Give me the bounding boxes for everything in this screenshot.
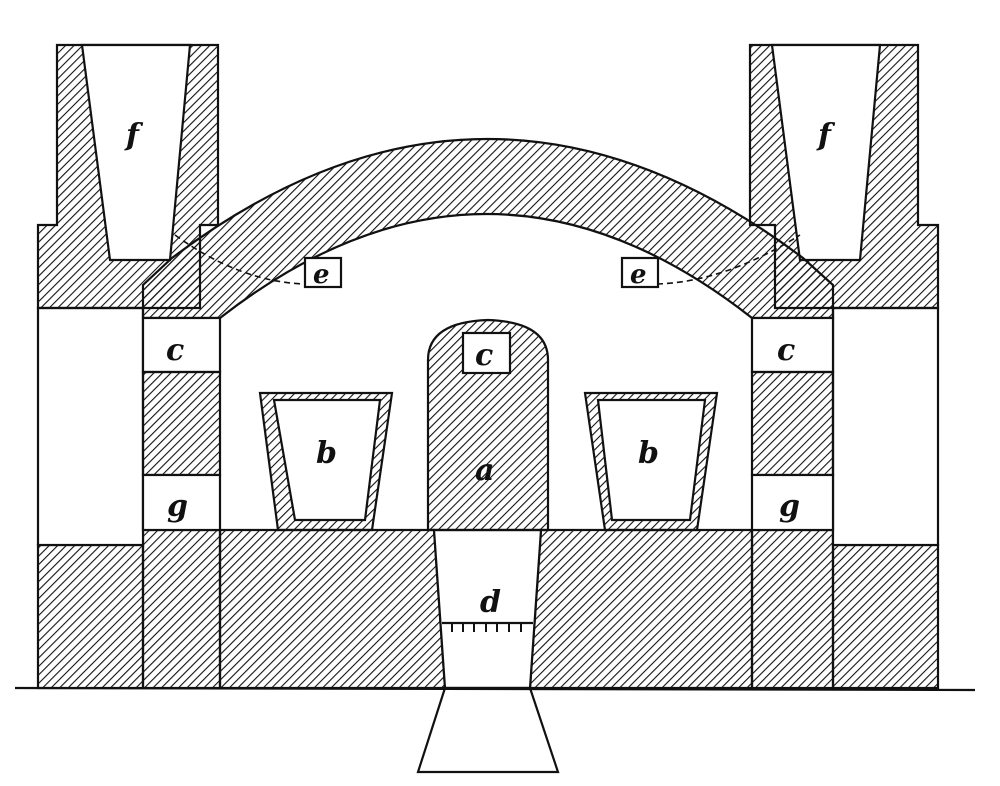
- right-flue-e: [620, 256, 660, 289]
- label-c-right: c: [777, 333, 795, 368]
- left-flue-e: [303, 256, 343, 289]
- label-a: a: [475, 453, 494, 488]
- left-crucible-b: [258, 391, 394, 532]
- left-chimney: [36, 43, 220, 310]
- ground-line: [14, 686, 976, 692]
- label-g-right: g: [779, 489, 800, 524]
- label-d: d: [480, 585, 501, 620]
- left-column: [141, 316, 222, 532]
- label-b-right: b: [638, 436, 659, 471]
- center-pillar-a: [426, 318, 550, 532]
- label-b-left: b: [316, 436, 337, 471]
- grate-bars: [451, 623, 522, 632]
- flue-dashed-lines: [174, 234, 801, 285]
- right-outer-wall: [831, 306, 940, 547]
- label-c-center: c: [475, 338, 493, 373]
- label-e-left: e: [313, 260, 330, 290]
- label-g-left: g: [167, 489, 188, 524]
- right-column: [750, 316, 835, 532]
- right-chimney: [748, 43, 940, 310]
- arch-crown: [141, 137, 835, 320]
- right-crucible-b: [583, 391, 719, 532]
- left-outer-wall: [36, 306, 145, 547]
- label-e-right: e: [630, 260, 647, 290]
- label-c-left: c: [166, 333, 184, 368]
